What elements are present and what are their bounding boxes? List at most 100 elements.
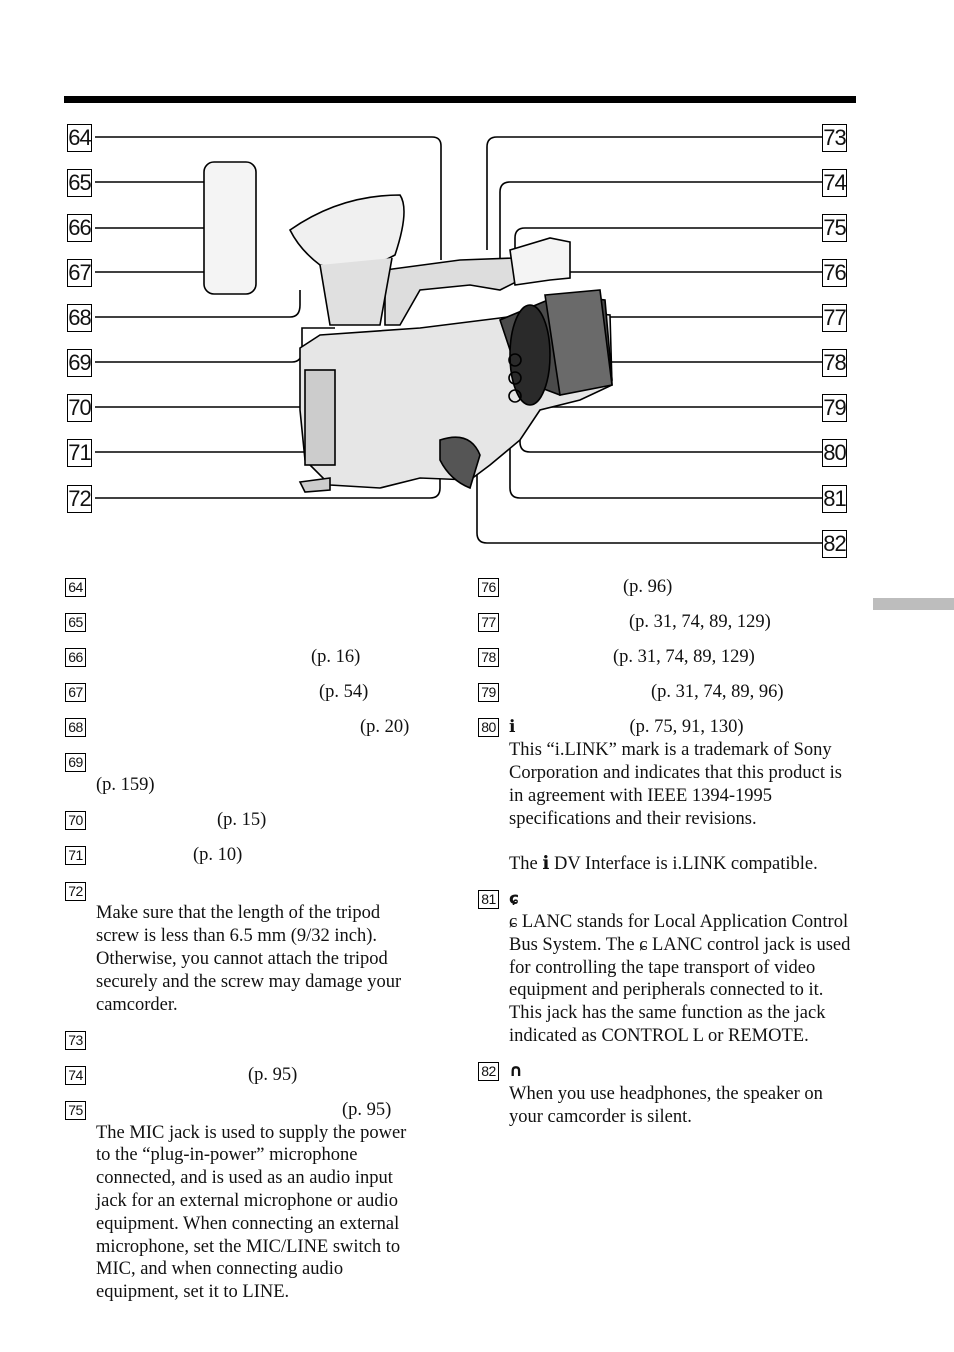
callout-74: 74 <box>822 169 847 197</box>
item-number-badge: 79 <box>478 683 499 703</box>
item-71: 71 (p. 10) <box>65 844 421 867</box>
page-reference: (p. 75, 91, 130) <box>629 717 744 738</box>
item-78: 78 (p. 31, 74, 89, 129) <box>478 646 858 669</box>
section-tab <box>873 598 954 610</box>
item-heading <box>96 576 421 599</box>
item-number-badge: 78 <box>478 648 499 668</box>
item-number-badge: 67 <box>65 683 86 703</box>
item-number-badge: 76 <box>478 578 499 597</box>
callout-64: 64 <box>67 124 92 152</box>
item-67: 67 (p. 54) <box>65 681 421 704</box>
item-82: 82 ∩When you use headphones, the speaker … <box>478 1060 858 1128</box>
item-description: (p. 159) <box>96 775 155 796</box>
callout-67: 67 <box>67 259 92 287</box>
item-heading <box>96 611 421 634</box>
jack-symbol-icon: ɕ <box>509 889 520 910</box>
item-76: 76 (p. 96) <box>478 576 858 599</box>
page-reference: (p. 20) <box>360 717 410 738</box>
item-description: This “i.LINK” mark is a trademark of Son… <box>509 740 842 829</box>
right-column: 76 (p. 96) 77(p. 31, 74, 89, 129) 78 (p. 31,… <box>478 576 858 1141</box>
callout-65: 65 <box>67 169 92 197</box>
item-heading: ɕ <box>509 888 858 911</box>
item-description: The ℹ DV Interface is i.LINK compatible. <box>509 854 818 875</box>
item-65: 65 <box>65 611 421 634</box>
item-68: 68 (p. 20) <box>65 716 421 739</box>
item-heading <box>96 880 421 903</box>
item-heading <box>96 1029 421 1052</box>
page-reference: (p. 95) <box>342 1099 392 1120</box>
item-70: 70 (p. 15) <box>65 809 421 832</box>
item-80: 80 ℹ (p. 75, 91, 130)This “i.LINK” mark is… <box>478 716 858 876</box>
item-number-badge: 72 <box>65 881 86 901</box>
page-reference: (p. 15) <box>217 810 267 831</box>
page-reference: (p. 31, 74, 89, 129) <box>629 612 771 633</box>
item-number-badge: 75 <box>65 1100 86 1120</box>
item-heading: (p. 10) <box>96 844 421 867</box>
item-number-badge: 80 <box>478 718 499 738</box>
left-column: 64 65 66 (p. 16) 67 (p. 54) 68 (p. 20) 69 (p. 159… <box>65 576 421 1316</box>
item-74: 74 (p. 95) <box>65 1064 421 1087</box>
item-heading: (p. 96) <box>509 576 858 599</box>
page-reference: (p. 16) <box>311 647 361 668</box>
callout-76: 76 <box>822 259 847 287</box>
item-66: 66 (p. 16) <box>65 646 421 669</box>
item-number-badge: 71 <box>65 846 86 866</box>
callout-82: 82 <box>822 530 847 558</box>
item-description: ɕ LANC stands for Local Application Cont… <box>509 912 851 1047</box>
item-number-badge: 69 <box>65 753 86 773</box>
header-rule <box>64 96 856 103</box>
camcorder-figure: 64 65 66 67 68 69 70 71 72 73 74 75 76 7… <box>0 110 954 570</box>
item-heading: (p. 15) <box>96 809 421 832</box>
page-reference: (p. 96) <box>623 577 673 597</box>
item-number-badge: 70 <box>65 811 86 831</box>
item-number-badge: 68 <box>65 718 86 738</box>
item-69: 69 (p. 159) <box>65 751 421 797</box>
callout-80: 80 <box>822 439 847 467</box>
page-reference: (p. 95) <box>248 1064 298 1085</box>
item-number-badge: 81 <box>478 890 499 910</box>
item-heading: (p. 16) <box>96 646 421 669</box>
callout-73: 73 <box>822 124 847 152</box>
page-reference: (p. 10) <box>193 845 243 866</box>
callout-81: 81 <box>822 485 847 513</box>
jack-symbol-icon: ∩ <box>509 1061 523 1082</box>
item-heading <box>96 751 421 774</box>
item-description: When you use headphones, the speaker on … <box>509 1083 823 1127</box>
item-heading: (p. 31, 74, 89, 96) <box>509 681 858 704</box>
callout-70: 70 <box>67 394 92 422</box>
page-reference: (p. 54) <box>319 682 369 703</box>
callout-66: 66 <box>67 214 92 242</box>
item-64: 64 <box>65 576 421 599</box>
callout-72: 72 <box>67 485 92 513</box>
item-heading: (p. 95) <box>96 1064 421 1087</box>
item-number-badge: 74 <box>65 1065 86 1085</box>
item-heading: ℹ (p. 75, 91, 130) <box>509 716 858 739</box>
item-77: 77(p. 31, 74, 89, 129) <box>478 611 858 634</box>
callout-79: 79 <box>822 394 847 422</box>
item-number-badge: 64 <box>65 578 86 597</box>
callout-78: 78 <box>822 349 847 377</box>
jack-symbol-icon: ℹ <box>509 717 516 738</box>
item-number-badge: 82 <box>478 1062 499 1082</box>
item-heading: (p. 54) <box>96 681 421 704</box>
item-heading: (p. 31, 74, 89, 129) <box>509 646 858 669</box>
item-79: 79 (p. 31, 74, 89, 96) <box>478 681 858 704</box>
item-number-badge: 65 <box>65 613 86 633</box>
callout-68: 68 <box>67 304 92 332</box>
item-number-badge: 66 <box>65 648 86 668</box>
callout-71: 71 <box>67 439 92 467</box>
callout-75: 75 <box>822 214 847 242</box>
item-75: 75 (p. 95)The MIC jack is used to supply … <box>65 1099 421 1304</box>
item-description: The MIC jack is used to supply the power… <box>96 1122 407 1303</box>
camcorder-illustration <box>95 136 822 544</box>
page-reference: (p. 31, 74, 89, 96) <box>651 682 784 703</box>
item-heading: (p. 95) <box>96 1099 421 1122</box>
item-number-badge: 73 <box>65 1030 86 1050</box>
page-reference: (p. 31, 74, 89, 129) <box>613 647 755 668</box>
callout-69: 69 <box>67 349 92 377</box>
item-heading: (p. 20) <box>96 716 421 739</box>
item-heading: ∩ <box>509 1060 858 1083</box>
item-description: Make sure that the length of the tripod … <box>96 903 402 1015</box>
item-73: 73 <box>65 1029 421 1052</box>
